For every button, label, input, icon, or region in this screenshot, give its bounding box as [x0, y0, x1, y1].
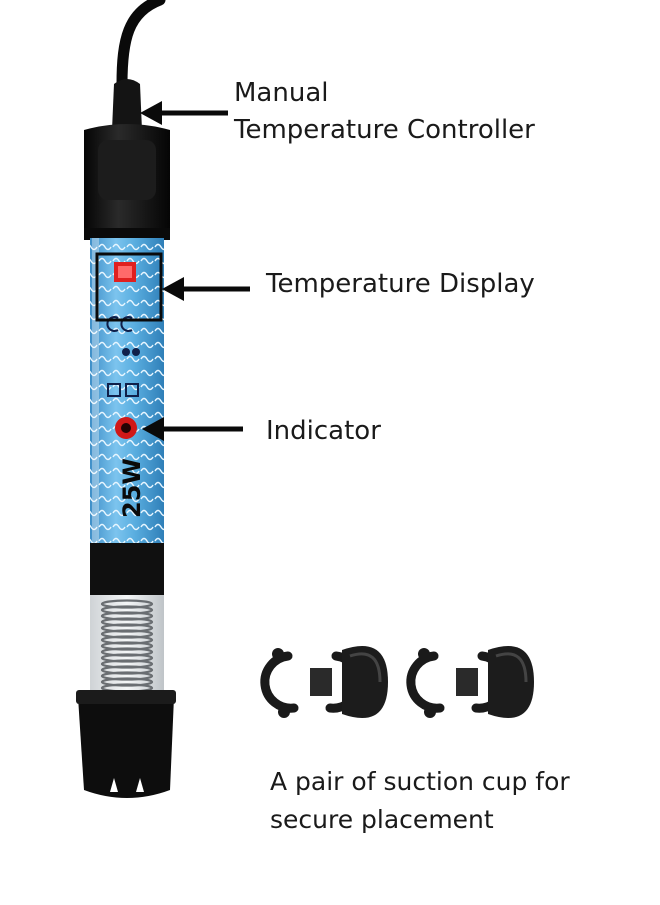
suction-caption-line2: secure placement	[270, 805, 494, 834]
wattage-label: 25W	[118, 458, 146, 518]
indicator-label: Indicator	[266, 416, 381, 446]
arrow-controller	[140, 101, 228, 125]
power-cord	[116, 0, 166, 90]
tube-sleeve	[90, 543, 164, 595]
controller-label-line1: Manual	[234, 78, 329, 108]
controller-cap	[84, 124, 170, 240]
cord-strain-relief	[112, 79, 142, 130]
arrow-indicator	[142, 417, 243, 441]
arrow-display	[162, 277, 250, 301]
bottom-cap	[76, 690, 176, 798]
suction-cup-icon	[406, 646, 534, 718]
temperature-display-window	[95, 252, 163, 322]
display-label: Temperature Display	[266, 269, 535, 299]
suction-cup-icon	[260, 646, 388, 718]
heater-tube	[90, 238, 164, 543]
heating-coil-section	[90, 595, 164, 697]
suction-caption-line1: A pair of suction cup for	[270, 767, 570, 796]
indicator-light	[115, 417, 137, 439]
controller-label-line2: Temperature Controller	[234, 115, 535, 145]
